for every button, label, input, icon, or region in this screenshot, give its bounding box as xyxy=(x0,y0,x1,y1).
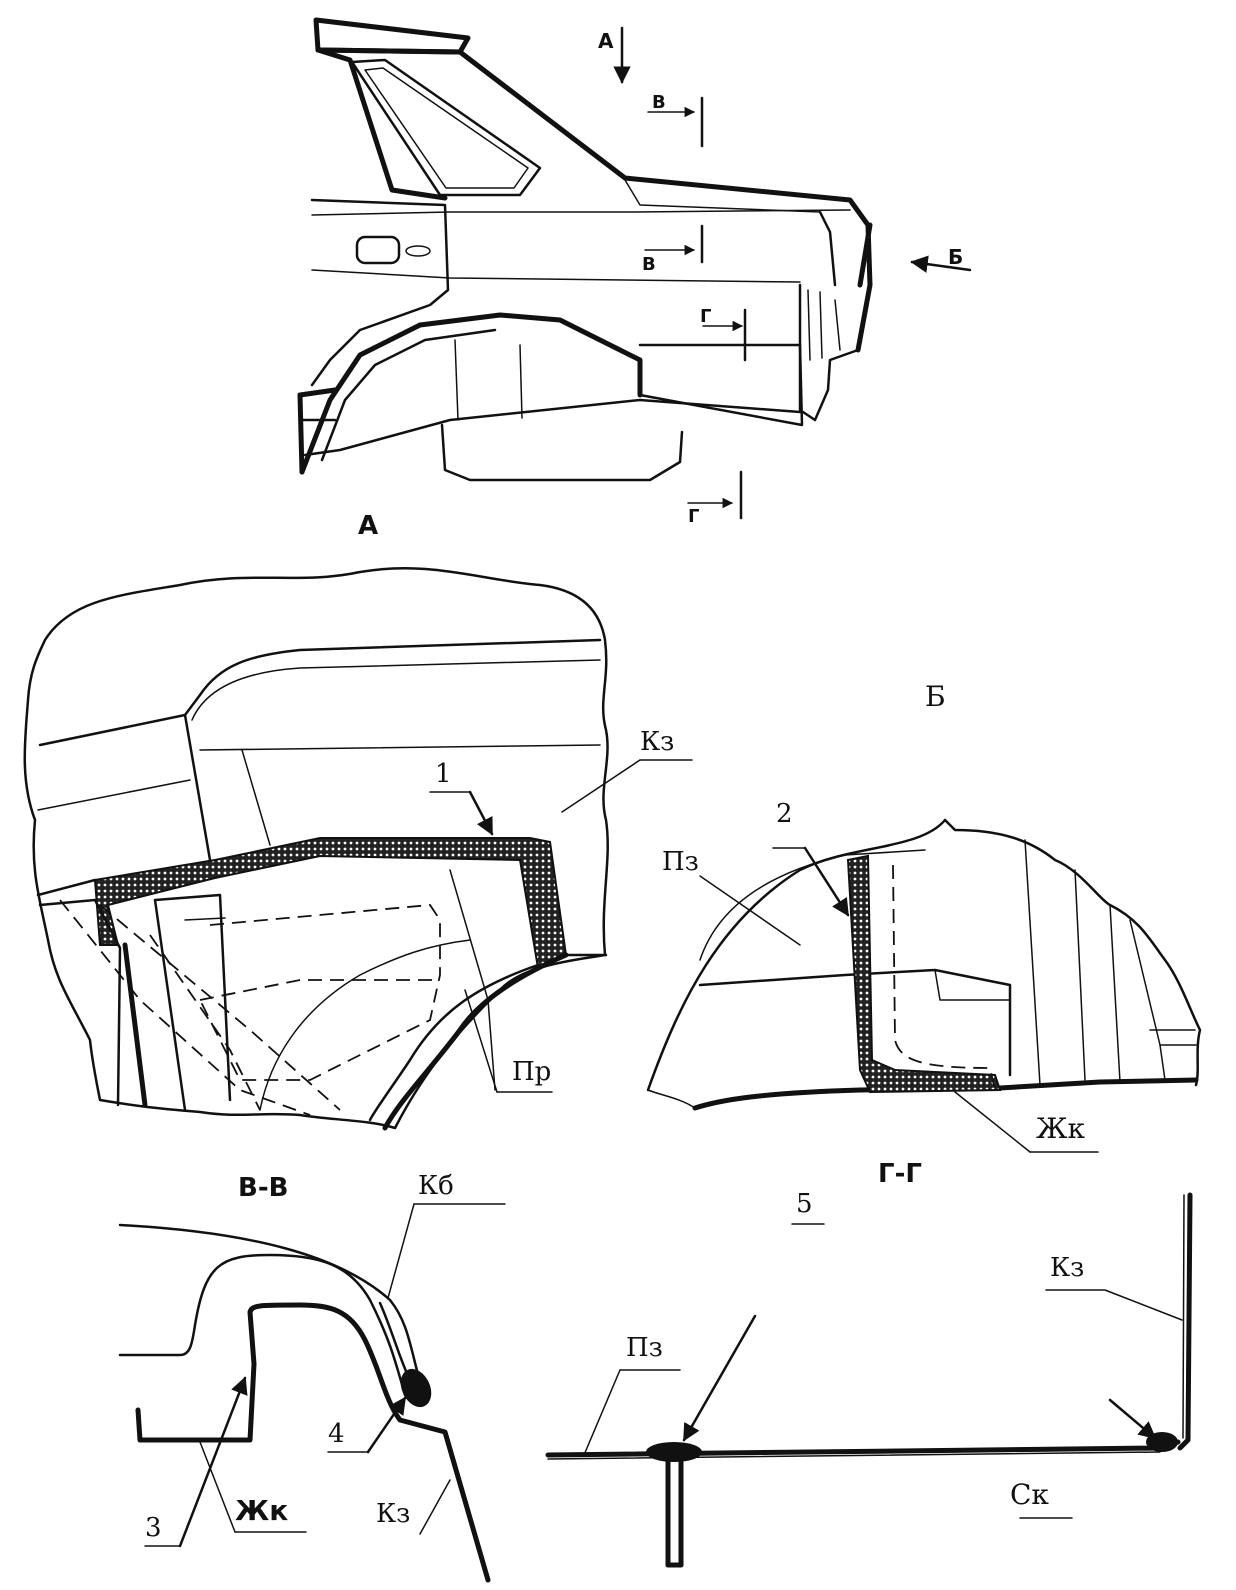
detail-a: Кз 1 Пр xyxy=(23,566,693,1131)
section-g-g-title: Г-Г xyxy=(878,1159,922,1189)
detail-b-label-pz: Пз xyxy=(662,847,699,877)
section-g-top-marker: Г xyxy=(700,306,711,327)
detail-b-label-zhk: Жк xyxy=(1036,1112,1085,1145)
section-g-g-label-5: 5 xyxy=(796,1189,813,1219)
section-v-v: В-В Кб 3 4 Жк Кз xyxy=(118,1171,506,1583)
detail-a-label-pr: Пр xyxy=(512,1057,551,1087)
detail-a-label-kz: Кз xyxy=(640,727,674,757)
detail-a-label-1: 1 xyxy=(435,759,452,789)
view-b-marker: Б xyxy=(948,245,963,269)
rear-quarter-view: А В В Б Г Г А xyxy=(297,17,972,541)
detail-b-title: Б xyxy=(925,680,946,713)
detail-b: Б 2 Пз Жк xyxy=(646,680,1202,1153)
section-g-bottom-marker: Г xyxy=(688,506,699,527)
section-v-v-label-kz: Кз xyxy=(376,1499,410,1529)
section-v-v-label-4: 4 xyxy=(328,1419,345,1449)
section-g-g-label-pz: Пз xyxy=(626,1333,663,1363)
detail-b-label-2: 2 xyxy=(776,799,793,829)
section-v-v-label-3: 3 xyxy=(145,1513,162,1543)
section-g-g-label-sk: Ск xyxy=(1010,1478,1049,1511)
section-v-bottom-marker: В xyxy=(642,254,656,275)
view-a-marker: А xyxy=(598,29,614,53)
section-g-g-label-kz: Кз xyxy=(1050,1253,1084,1283)
section-v-top-marker: В xyxy=(652,92,666,113)
section-v-v-title: В-В xyxy=(238,1173,288,1203)
section-g-g: Г-Г 5 Кз Пз Ск xyxy=(545,1159,1193,1568)
section-v-v-label-zhk: Жк xyxy=(235,1494,288,1527)
view-a-title: А xyxy=(358,511,378,541)
section-v-v-label-kb: Кб xyxy=(418,1171,454,1201)
